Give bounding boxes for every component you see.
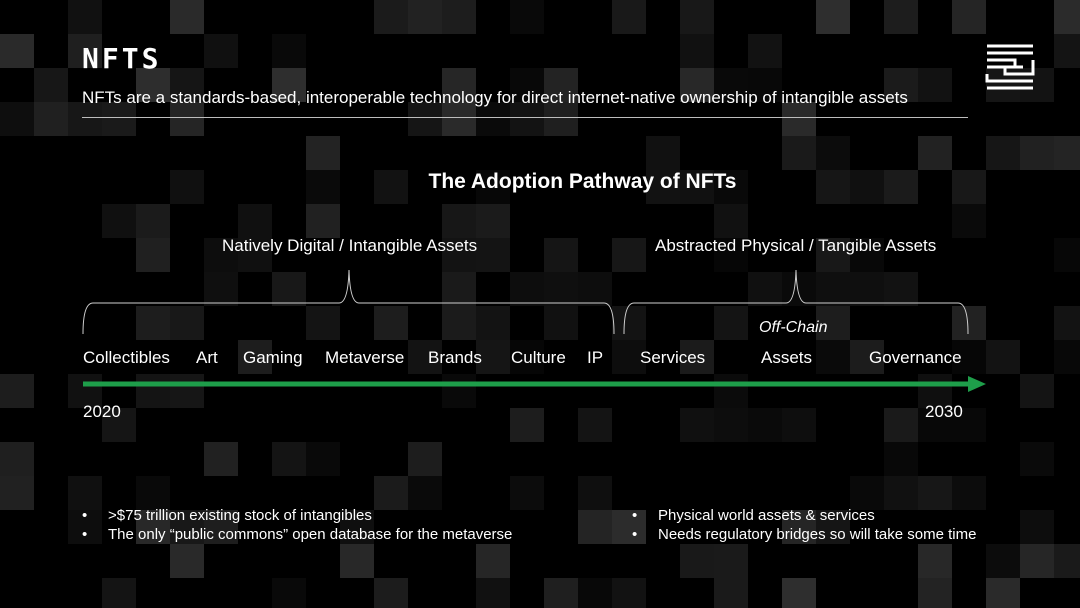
bullet-text: >$75 trillion existing stock of intangib… bbox=[108, 507, 372, 524]
stage-services: Services bbox=[640, 348, 706, 367]
bullet-text: The only “public commons” open database … bbox=[108, 526, 513, 543]
bullet-list-right: • Physical world assets & services • Needs… bbox=[632, 506, 976, 544]
stage-metaverse: Metaverse bbox=[325, 348, 405, 367]
list-item: • The only “public commons” open database… bbox=[82, 525, 512, 544]
brand-logo-icon bbox=[985, 44, 1035, 90]
stage-collectibles: Collectibles bbox=[83, 348, 170, 367]
stage-culture: Culture bbox=[511, 348, 566, 367]
stage-ip: IP bbox=[587, 348, 604, 367]
stage-governance: Governance bbox=[869, 348, 962, 367]
bullet-text: Needs regulatory bridges so will take so… bbox=[658, 526, 977, 543]
brace-right bbox=[623, 269, 969, 335]
bullet-marker: • bbox=[632, 526, 638, 543]
subtitle: NFTs are a standards-based, interoperabl… bbox=[82, 88, 908, 107]
diagram-title: The Adoption Pathway of NFTs bbox=[428, 170, 737, 193]
list-item: • Needs regulatory bridges so will take s… bbox=[632, 525, 976, 544]
list-item: • Physical world assets & services bbox=[632, 506, 976, 525]
bullet-marker: • bbox=[82, 507, 88, 524]
stage-art: Art bbox=[196, 348, 218, 367]
bullet-list-left: • >$75 trillion existing stock of intangi… bbox=[82, 506, 512, 544]
group-label-physical: Abstracted Physical / Tangible Assets bbox=[655, 236, 937, 255]
logo-text: NFTS bbox=[82, 42, 162, 75]
stage-assets: Assets bbox=[761, 348, 813, 367]
group-label-digital: Natively Digital / Intangible Assets bbox=[222, 236, 478, 255]
stage-brands: Brands bbox=[428, 348, 482, 367]
bullet-text: Physical world assets & services bbox=[658, 507, 875, 524]
brace-left bbox=[82, 269, 615, 335]
offchain-label: Off-Chain bbox=[759, 319, 828, 336]
list-item: • >$75 trillion existing stock of intangi… bbox=[82, 506, 512, 525]
stage-gaming: Gaming bbox=[243, 348, 303, 367]
year-start: 2020 bbox=[83, 402, 121, 421]
bullet-marker: • bbox=[82, 526, 88, 543]
bullet-marker: • bbox=[632, 507, 638, 524]
timeline-arrow-head bbox=[968, 376, 986, 392]
header-divider bbox=[82, 117, 968, 118]
year-end: 2030 bbox=[925, 402, 963, 421]
